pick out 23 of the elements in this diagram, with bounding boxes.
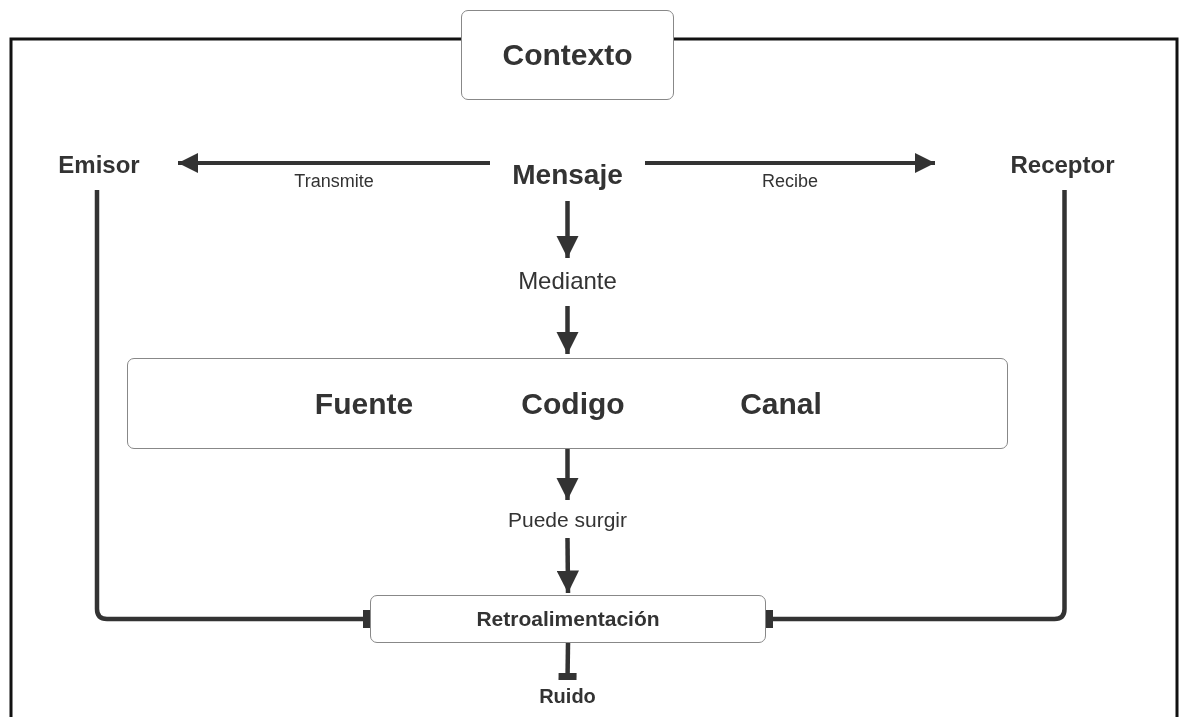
component-label: Canal [740, 386, 822, 421]
arrow [645, 153, 935, 173]
component-label: Fuente [314, 386, 414, 421]
context-box: Contexto [461, 10, 674, 100]
arrow [556, 201, 579, 258]
text-label: Ruido [495, 680, 640, 712]
arrow [178, 153, 490, 173]
component-label: Codigo [521, 386, 625, 421]
arrow [556, 537, 580, 594]
text-label: Emisor [20, 145, 178, 185]
connector [558, 642, 577, 681]
arrow [556, 449, 579, 500]
arrow [556, 306, 579, 354]
text-label: Receptor [935, 145, 1190, 185]
feedback-box: Retroalimentación [370, 595, 766, 643]
edge-label: Transmite [294, 170, 374, 192]
process-box [127, 358, 1008, 449]
text-label: Puede surgir [470, 502, 665, 538]
text-label: Mediante [490, 262, 645, 300]
text-label: Mensaje [490, 155, 645, 195]
edge-label: Recibe [762, 170, 818, 192]
connector [94, 190, 370, 628]
connector [766, 190, 1067, 628]
